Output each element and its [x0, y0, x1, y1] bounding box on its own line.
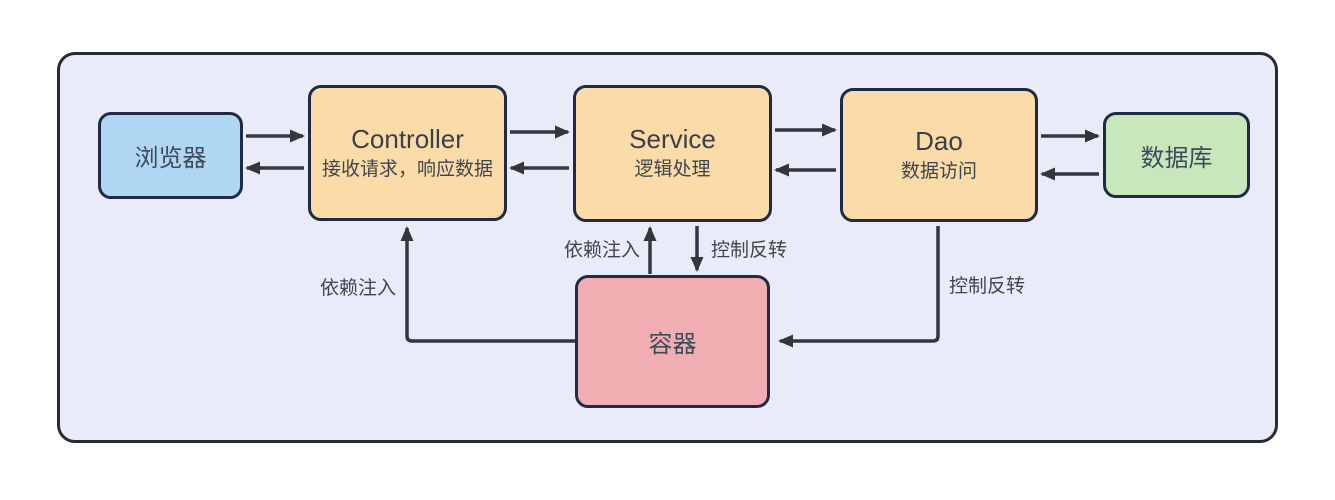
- node-controller-title: Controller: [351, 123, 464, 154]
- node-database: 数据库: [1103, 112, 1250, 198]
- node-browser-label: 浏览器: [134, 145, 207, 172]
- edge-label-inversion-of-control-service: 控制反转: [711, 240, 788, 261]
- edge-label-inversion-of-control-dao: 控制反转: [949, 276, 1026, 297]
- node-dao-title: Dao: [915, 125, 963, 156]
- node-container-label: 容器: [648, 331, 697, 358]
- node-service-subtitle: 逻辑处理: [634, 159, 711, 181]
- edge-label-dependency-injection-controller: 依赖注入: [320, 278, 397, 299]
- node-database-label: 数据库: [1140, 144, 1213, 172]
- node-service-title: Service: [629, 124, 716, 155]
- edge-label-dependency-injection-service: 依赖注入: [563, 240, 640, 261]
- node-controller-subtitle: 接收请求，响应数据: [321, 158, 493, 180]
- node-dao-subtitle: 数据访问: [900, 160, 977, 182]
- node-container: 容器: [575, 275, 770, 408]
- node-service: Service 逻辑处理: [573, 85, 772, 222]
- node-controller: Controller 接收请求，响应数据: [308, 85, 507, 221]
- node-dao: Dao 数据访问: [840, 88, 1038, 222]
- node-browser: 浏览器: [98, 112, 243, 199]
